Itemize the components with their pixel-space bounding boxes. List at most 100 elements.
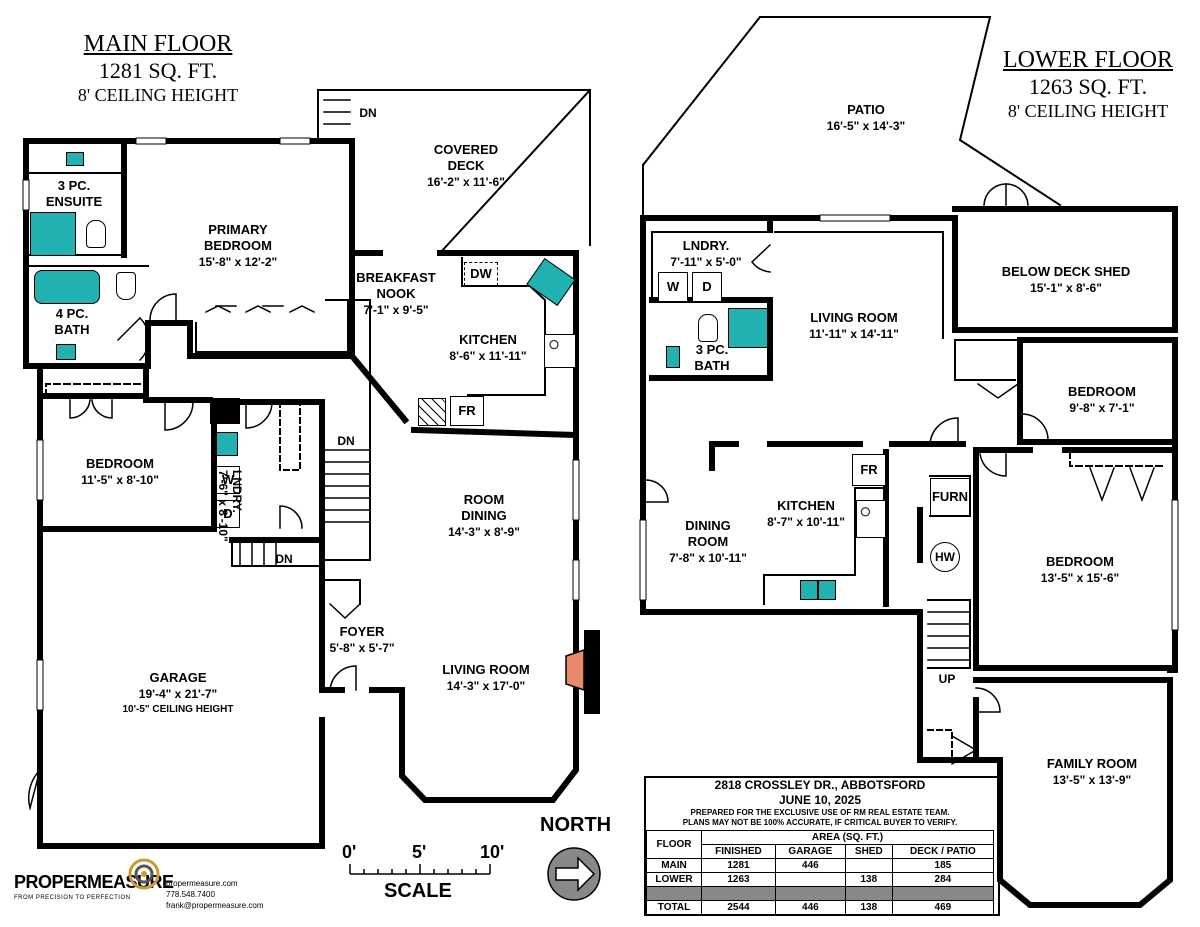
toilet-icon	[698, 314, 718, 342]
sink-icon	[66, 152, 84, 166]
prepared-note: PREPARED FOR THE EXCLUSIVE USE OF RM REA…	[690, 808, 950, 817]
room-name: GARAGE	[149, 670, 207, 685]
room-bedroom-lower-1: BEDROOM 9'-8" x 7'-1"	[1068, 384, 1136, 416]
room-dining-lower: DINING ROOM 7'-8" x 10'-11"	[669, 518, 747, 566]
stairs-down-label: DN	[275, 552, 293, 566]
stairs-down-label: DN	[359, 106, 377, 120]
room-breakfast-nook: BREAKFAST NOOK 7'-1" x 9'-5"	[356, 270, 436, 318]
room-patio: PATIO 16'-5" x 14'-3"	[827, 102, 905, 134]
room-garage: GARAGE 19'-4" x 21'-7" 10'-5" CEILING HE…	[122, 670, 233, 718]
table-cell: 446	[774, 858, 846, 873]
stairs-lower	[927, 611, 971, 661]
scale-tick-label: 10'	[480, 842, 505, 862]
room-name: LNDRY.	[230, 470, 244, 513]
table-cell: TOTAL	[646, 900, 702, 915]
room-dim: 9'-8" x 7'-1"	[1069, 401, 1135, 415]
room-name: KITCHEN	[777, 498, 835, 513]
col-header: SHED	[844, 844, 893, 859]
room-ceiling: 10'-5" CEILING HEIGHT	[122, 704, 234, 715]
table-cell: LOWER	[646, 872, 702, 887]
room-name: KITCHEN	[459, 332, 517, 347]
stove-icon	[856, 500, 886, 538]
dryer-box: D	[692, 272, 722, 302]
room-name: LIVING ROOM	[442, 662, 530, 677]
room-name: BREAKFAST NOOK	[356, 270, 436, 301]
room-kitchen-lower: KITCHEN 8'-7" x 10'-11"	[767, 498, 845, 530]
room-kitchen: KITCHEN 8'-6" x 11'-11"	[449, 332, 526, 364]
table-cell	[774, 872, 846, 887]
table-cell: 185	[891, 858, 995, 873]
room-ensuite: 3 PC. ENSUITE	[45, 178, 103, 209]
logo-brand: PROPERMEASURE	[14, 872, 174, 892]
table-row: TOTAL 2544 446 138 469	[646, 900, 995, 915]
scale-tick-label: 0'	[342, 842, 357, 862]
room-dim: 5'-8" x 5'-7"	[329, 641, 395, 655]
col-header: GARAGE	[774, 844, 846, 859]
room-dim: 14'-3" x 17'-0"	[446, 679, 526, 693]
north-label: NORTH	[540, 814, 612, 836]
dryer-box: D	[216, 500, 240, 528]
logo-contact: propermeasure.com 778.548.7400 frank@pro…	[166, 878, 264, 911]
room-dim: 15'-8" x 12'-2"	[198, 255, 278, 269]
room-dim: 19'-4" x 21'-7"	[138, 687, 218, 701]
table-row-spacer	[646, 886, 995, 901]
room-name: BEDROOM	[86, 456, 154, 471]
table-cell: 2544	[701, 900, 776, 915]
info-block	[644, 776, 1000, 916]
room-dim: 7'-1" x 9'-5"	[363, 303, 429, 317]
room-dining: ROOM DINING 14'-3" x 8'-9"	[448, 492, 520, 540]
north-arrow-icon	[547, 847, 601, 901]
shower-icon	[30, 212, 76, 256]
room-bedroom-lower-2: BEDROOM 13'-5" x 15'-6"	[1041, 554, 1119, 586]
door-swings-lower	[644, 183, 1155, 766]
room-living: LIVING ROOM 14'-3" x 17'-0"	[442, 662, 529, 694]
room-covered-deck: COVERED DECK 16'-2" x 11'-6"	[427, 142, 505, 190]
room-dim: 8'-7" x 10'-11"	[767, 515, 845, 529]
table-cell: 1281	[701, 858, 776, 873]
accuracy-note: PLANS MAY NOT BE 100% ACCURATE, IF CRITI…	[682, 818, 958, 827]
stove-icon	[544, 334, 576, 368]
table-row: MAIN 1281 446 185	[646, 858, 995, 873]
room-4pc-bath: 4 PC. BATH	[54, 306, 90, 337]
room-name: FOYER	[339, 624, 385, 639]
room-3pc-bath: 3 PC. BATH	[694, 342, 730, 373]
room-laundry: LNDRY. 7'-6" x 8'-10"	[208, 470, 244, 542]
logo-website: propermeasure.com	[166, 879, 238, 888]
table-cell: 138	[844, 900, 893, 915]
main-floor-area: 1281 SQ. FT.	[98, 58, 218, 83]
toilet-icon	[116, 272, 136, 300]
stairs-main	[239, 99, 371, 567]
room-dim: 15'-1" x 8'-6"	[1030, 281, 1102, 295]
plan-date: JUNE 10, 2025	[778, 793, 862, 807]
info-text: 2818 CROSSLEY DR., ABBOTSFORD JUNE 10, 2…	[646, 778, 994, 828]
fridge-box: FR	[450, 396, 484, 426]
washer-box: W	[658, 272, 688, 302]
room-living-lower: LIVING ROOM 11'-11" x 14'-11"	[809, 310, 899, 342]
lower-floor-area: 1263 SQ. FT.	[1028, 74, 1148, 99]
room-name: LNDRY.	[682, 238, 730, 253]
logo-tagline: FROM PRECISION TO PERFECTION	[14, 895, 131, 901]
room-family: FAMILY ROOM 13'-5" x 13'-9"	[1047, 756, 1137, 788]
table-row: LOWER 1263 138 284	[646, 872, 995, 887]
table-cell: 469	[891, 900, 995, 915]
room-dim: 11'-11" x 14'-11"	[809, 327, 899, 341]
room-name: PATIO	[847, 102, 885, 117]
water-heater-icon: HW	[930, 542, 960, 572]
table-cell: 138	[844, 872, 893, 887]
lower-floor-title: LOWER FLOOR	[1003, 47, 1173, 73]
floor-header: FLOOR	[646, 830, 702, 859]
company-logo: PROPERMEASURE FROM PRECISION TO PERFECTI…	[14, 872, 174, 901]
room-name: BEDROOM	[1046, 554, 1114, 569]
stairs-up-label: UP	[938, 672, 956, 686]
table-cell: 446	[774, 900, 846, 915]
lower-floor-header: LOWER FLOOR 1263 SQ. FT. 8' CEILING HEIG…	[1003, 46, 1173, 122]
scale-ruler-icon	[349, 864, 491, 875]
room-dim: 13'-5" x 15'-6"	[1040, 571, 1120, 585]
room-dim: 8'-6" x 11'-11"	[449, 349, 527, 363]
property-address: 2818 CROSSLEY DR., ABBOTSFORD	[714, 778, 926, 792]
scale-bar: 0' 5' 10' SCALE	[340, 842, 510, 902]
furnace-box: FURN	[930, 478, 970, 516]
room-dim: 7'-6" x 8'-10"	[216, 470, 230, 542]
room-bedroom: BEDROOM 11'-5" x 8'-10"	[81, 456, 159, 488]
